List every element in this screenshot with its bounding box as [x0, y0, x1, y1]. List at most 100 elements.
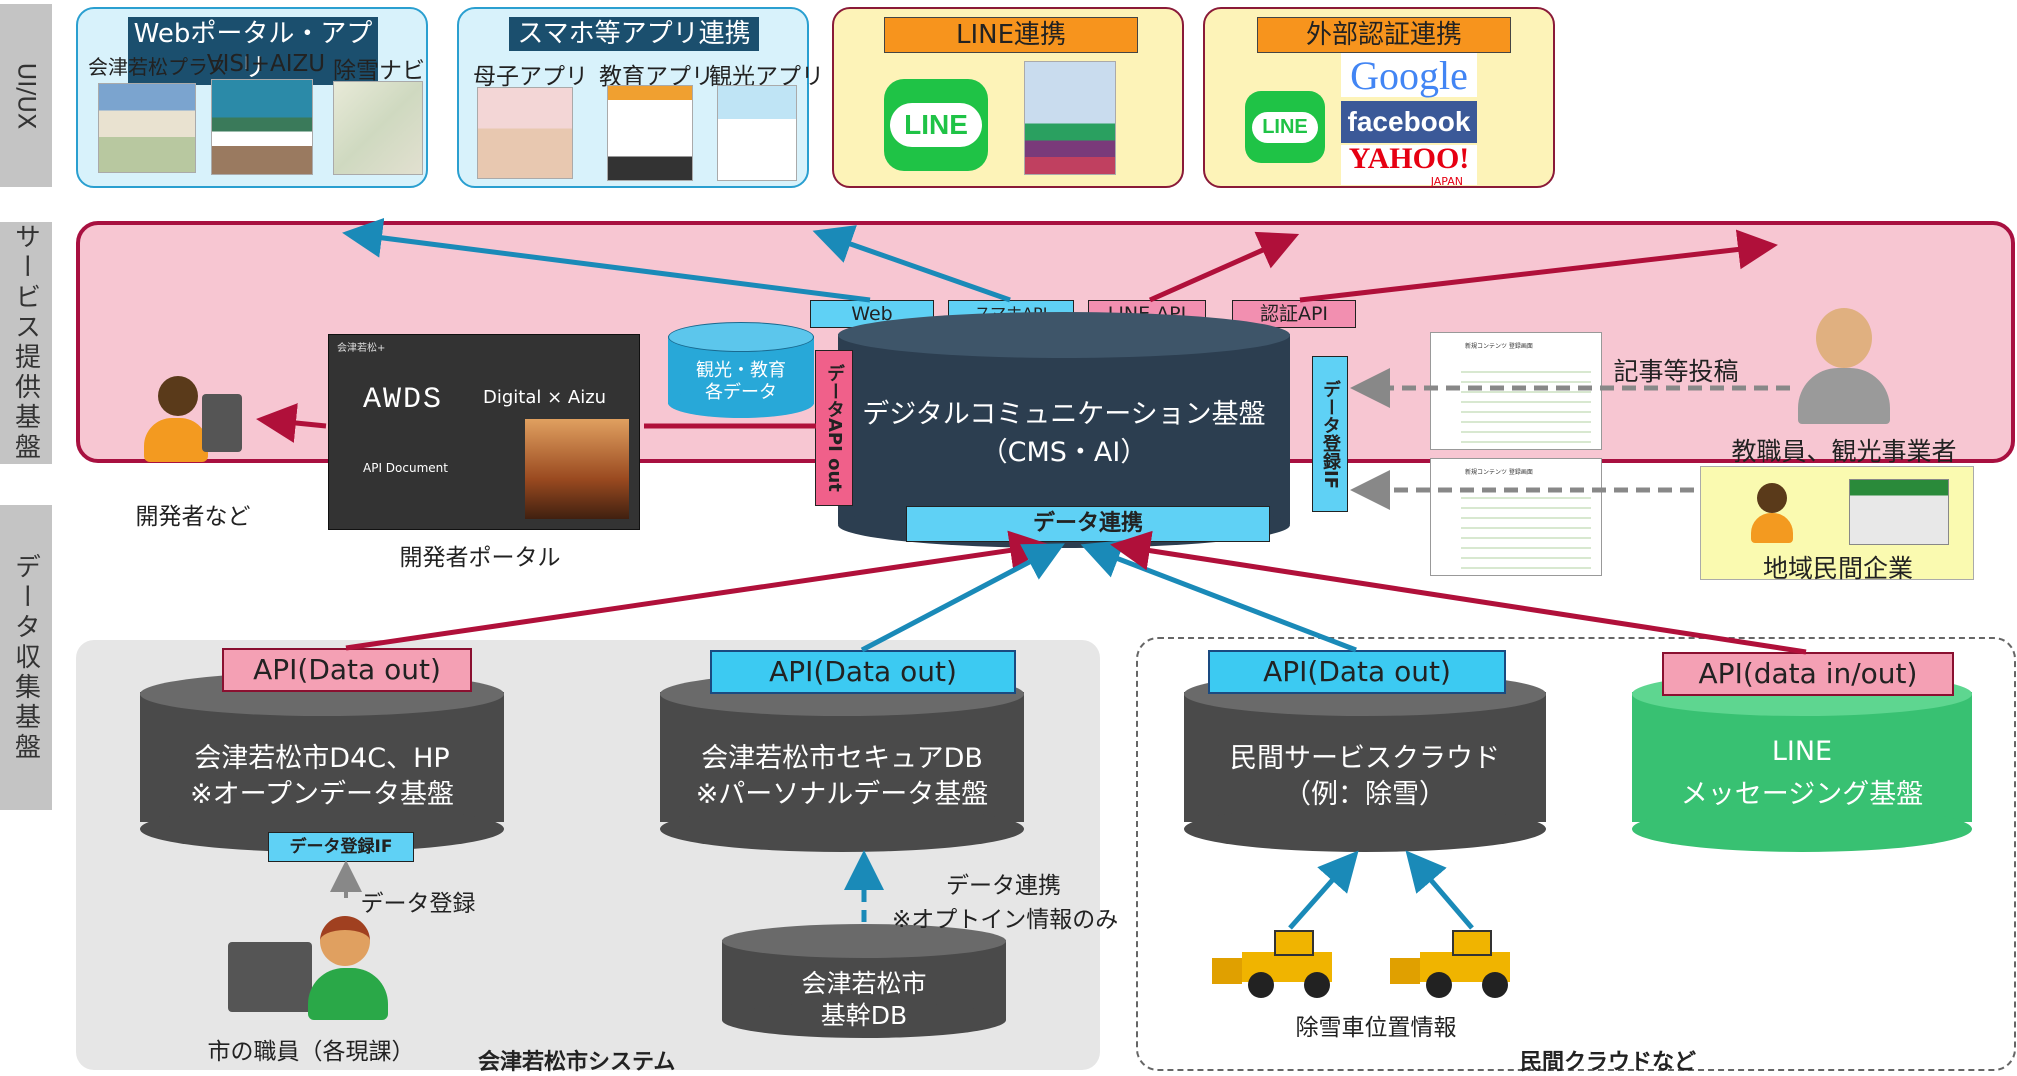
facebook-logo: facebook: [1341, 101, 1477, 143]
d4c-label-2: ※オープンデータ基盤: [189, 779, 454, 810]
smart-apps-header: スマホ等アプリ連携: [509, 17, 759, 51]
private-cloud-panel: [1136, 637, 2016, 1071]
line-messaging-label-2: メッセージング基盤: [1680, 779, 1924, 810]
secure-db-label-1: 会津若松市セキュアDB: [701, 743, 983, 774]
web-screenshot-1: [98, 83, 196, 173]
arrow-to-developer: [256, 403, 327, 443]
band-data: データ収集基盤: [0, 505, 52, 810]
portal-doc: API Document: [363, 461, 448, 475]
core-db-top: [722, 924, 1006, 958]
form2-title: 新規コンテンツ 登録画面: [1465, 469, 1533, 476]
developer-head: [158, 376, 198, 416]
auth-panel: 外部認証連携 LINE Google facebook YAHOO! JAPAN: [1203, 7, 1555, 188]
web-screenshot-3: [333, 81, 423, 175]
snowplow2-wheel-2: [1482, 972, 1508, 998]
web-label-3: 除雪ナビ: [333, 58, 425, 84]
company-label: 地域民間企業: [1762, 554, 1913, 583]
core-db-bottom: [722, 1002, 1006, 1038]
web-portal-header: Webポータル・アプリ: [128, 17, 378, 85]
data-reg-label: データ登録: [360, 891, 476, 917]
cms-subtitle: （CMS・AI）: [980, 437, 1148, 468]
snowplow1-blade: [1212, 958, 1242, 984]
developer-body: [144, 418, 208, 462]
facebook-logo-text: facebook: [1347, 106, 1471, 137]
tourism-db-top: [668, 322, 814, 352]
yahoo-logo-text: YAHOO!: [1348, 142, 1470, 175]
snowplow1-wheel-2: [1304, 972, 1330, 998]
yahoo-logo: YAHOO! JAPAN: [1341, 142, 1477, 188]
snowplow1-cab: [1274, 930, 1314, 956]
data-link-note-1: データ連携: [946, 873, 1061, 899]
reg-if-box: データ登録IF: [1312, 356, 1348, 512]
snowplow-icon-1: [1212, 930, 1358, 1000]
portal-brand: AWDS: [363, 383, 444, 417]
d4c-label-1: 会津若松市D4C、HP: [194, 743, 450, 774]
local-company-box: 地域民間企業: [1700, 466, 1974, 583]
arrow-to-web-portal: [342, 217, 871, 303]
smart-screenshot-3: [717, 85, 797, 181]
line-panel: LINE連携 LINE: [832, 7, 1184, 188]
reg-if-label: データ登録IF: [1320, 379, 1341, 489]
core-db-label-2: 基幹DB: [820, 1001, 908, 1030]
developer-person-icon: [138, 370, 248, 480]
api-out-label: データAPI out: [824, 364, 845, 492]
band-uiux: UI/UX: [0, 4, 52, 187]
staff-label: 教職員、観光事業者: [1731, 437, 1957, 466]
form1-title: 新規コンテンツ 登録画面: [1465, 343, 1533, 350]
developer-portal-label: 開発者ポータル: [399, 545, 561, 571]
google-logo-text: Google: [1350, 52, 1468, 98]
smart-apps-panel: スマホ等アプリ連携 母子アプリ 教育アプリ 観光アプリ: [457, 7, 824, 188]
band-service: サービス提供基盤: [0, 222, 52, 464]
shop-icon: [1849, 479, 1949, 545]
api-box-line: API(data in/out): [1662, 652, 1954, 696]
api-box-secure: API(Data out): [710, 650, 1016, 694]
api-out-box: データAPI out: [815, 350, 853, 506]
band-data-label: データ収集基盤: [10, 552, 41, 763]
line-logo-text: LINE: [890, 103, 982, 147]
tourism-db-cylinder: 観光・教育 各データ: [668, 322, 814, 418]
snowplow2-wheel-1: [1426, 972, 1452, 998]
private-cloud-label: 民間クラウドなど: [1520, 1050, 1697, 1075]
cms-title: デジタルコミュニケーション基盤: [862, 399, 1266, 430]
developer-label: 開発者など: [135, 504, 251, 530]
auth-header: 外部認証連携: [1257, 17, 1511, 53]
cms-form-screenshot-1: 新規コンテンツ 登録画面: [1430, 332, 1602, 450]
city-system-label: 会津若松市システム: [478, 1050, 676, 1075]
web-screenshot-2: [211, 79, 313, 175]
arrow-line-to-link: [1110, 530, 1807, 655]
portal-site-name: 会津若松+: [337, 343, 386, 354]
private-cloud-bottom: [1184, 806, 1546, 852]
arrow-to-line: [1148, 231, 1300, 303]
d4c-reg-if-label: データ登録IF: [289, 837, 393, 857]
smart-screenshot-2: [607, 85, 693, 181]
tourism-db-bottom: [668, 388, 814, 418]
portal-castle-image: [525, 419, 629, 519]
yahoo-logo-sub: JAPAN: [1430, 175, 1463, 188]
arrow-snowplow-2: [1405, 850, 1474, 930]
city-staff-monitor: [228, 942, 312, 1012]
core-db-cylinder: 会津若松市 基幹DB: [722, 924, 1006, 1040]
band-service-label: サービス提供基盤: [10, 223, 41, 463]
line-messaging-bottom: [1632, 806, 1972, 852]
company-person-head: [1757, 483, 1787, 513]
snowplow-icon-2: [1390, 930, 1536, 1000]
smart-label-1: 母子アプリ: [473, 64, 588, 90]
line-chat-screenshot: [1024, 61, 1116, 175]
core-db-label-1: 会津若松市: [801, 969, 927, 998]
staff-head: [1816, 308, 1872, 368]
tourism-db-label: 観光・教育 各データ: [696, 360, 786, 403]
staff-body: [1798, 368, 1890, 424]
web-label-2: VISI+AIZU: [206, 51, 326, 77]
developer-monitor: [202, 394, 242, 452]
auth-line-logo: LINE: [1245, 91, 1325, 163]
api-box-d4c: API(Data out): [222, 648, 472, 692]
private-cloud-label-2: （例：除雪）: [1284, 779, 1446, 810]
secure-db-label-2: ※パーソナルデータ基盤: [695, 779, 989, 810]
d4c-reg-if-box: データ登録IF: [268, 832, 414, 862]
line-logo: LINE: [884, 79, 988, 171]
auth-line-text: LINE: [1252, 111, 1318, 143]
staff-person-icon: [1798, 306, 1890, 424]
cms-form-screenshot-2: 新規コンテンツ 登録画面: [1430, 458, 1602, 576]
snowplow1-wheel-1: [1248, 972, 1274, 998]
